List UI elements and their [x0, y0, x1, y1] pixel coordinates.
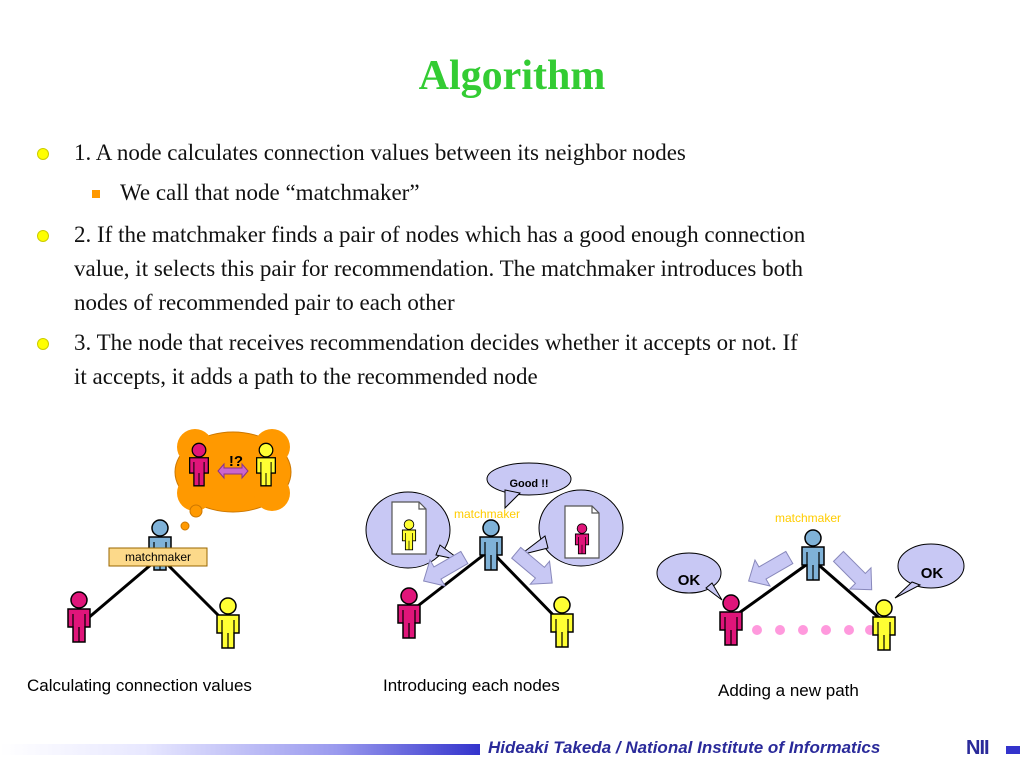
footer-gradient-bar [0, 744, 480, 755]
panel-calculating: !? matchmaker [67, 429, 292, 649]
bullet-dot [37, 230, 49, 242]
footer-author: Hideaki Takeda / National Institute of I… [488, 738, 881, 757]
ok-text-left: OK [678, 572, 701, 589]
edge-line [731, 558, 814, 620]
arrow-icon [740, 544, 798, 595]
person-icon-yellow [872, 599, 896, 651]
bullet-dot [37, 148, 49, 160]
speech-bubble-tail [504, 489, 522, 510]
path-dot [844, 625, 854, 635]
person-icon-yellow [550, 596, 574, 648]
matchmaker-label: matchmaker [454, 507, 520, 521]
speech-bubble-good [486, 462, 572, 496]
person-icon-magenta [397, 587, 421, 639]
slide-title: Algorithm [418, 53, 606, 99]
thought-text: !? [229, 453, 243, 470]
double-arrow-icon [217, 462, 249, 480]
panel-introducing: Good !! matchmaker [365, 462, 624, 648]
speech-bubble-tail [894, 581, 922, 599]
speech-bubble-tail [705, 582, 723, 601]
new-path-dots [752, 625, 875, 635]
edge-line [158, 555, 230, 627]
bullet-list: 1. A node calculates connection values b… [37, 140, 806, 389]
matchmaker-label: matchmaker [775, 511, 841, 525]
panel-adding-path: OK OK matchmaker [656, 511, 965, 651]
path-dot [798, 625, 808, 635]
bullet-1-sub: We call that node “matchmaker” [120, 180, 420, 205]
speech-bubble-tail [519, 535, 549, 556]
bullet-2-line-1: 2. If the matchmaker finds a pair of nod… [74, 222, 806, 247]
edge-line [79, 555, 161, 627]
bullet-2-line-3: nodes of recommended pair to each other [74, 290, 455, 315]
bullet-2-line-2: value, it selects this pair for recommen… [74, 256, 803, 281]
speech-bubble-ok [656, 552, 722, 594]
bullet-1-line-1: 1. A node calculates connection values b… [74, 140, 686, 165]
caption-introducing: Introducing each nodes [383, 676, 560, 695]
path-dot [752, 625, 762, 635]
edge-line [812, 558, 885, 624]
sub-bullet-square [92, 190, 100, 198]
logo-square [1006, 746, 1020, 754]
bullet-3-line-1: 3. The node that receives recommendation… [74, 330, 798, 355]
person-icon-yellow [216, 597, 240, 649]
arrow-icon [827, 545, 883, 601]
bullet-dot [37, 338, 49, 350]
good-text: Good !! [509, 478, 548, 490]
caption-calculating: Calculating connection values [27, 676, 252, 695]
person-icon-blue [479, 519, 503, 571]
edge-line [409, 548, 491, 614]
speech-bubble-ok [897, 543, 965, 589]
thought-cloud-lobe [254, 475, 290, 511]
bullet-3-line-2: it accepts, it adds a path to the recomm… [74, 364, 538, 389]
thought-bubble-dot [180, 521, 190, 531]
matchmaker-label: matchmaker [125, 550, 191, 564]
ok-text-right: OK [921, 565, 944, 582]
person-icon-magenta [67, 591, 91, 643]
nii-logo: NII [966, 737, 990, 759]
matchmaker-label-box [108, 547, 208, 567]
thought-bubble-dot [189, 504, 203, 518]
path-dot [821, 625, 831, 635]
caption-adding-path: Adding a new path [718, 681, 859, 700]
person-icon-blue [801, 529, 825, 581]
edge-line [488, 548, 562, 624]
path-dot [775, 625, 785, 635]
person-icon-magenta [719, 594, 743, 646]
